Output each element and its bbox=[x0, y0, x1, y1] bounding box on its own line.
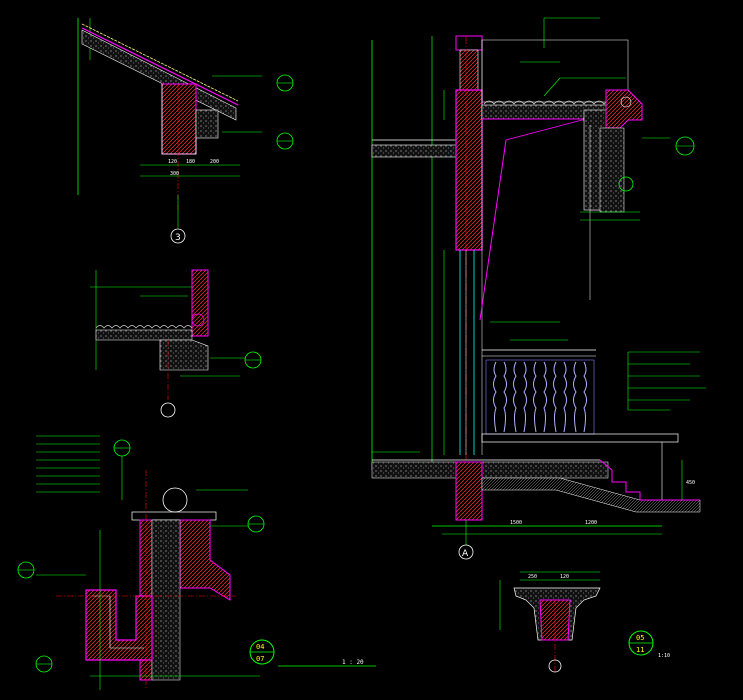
cornice-profile-detail: 250 120 05 11 1:10 bbox=[499, 571, 670, 673]
axis-label-3: 3 bbox=[175, 233, 181, 243]
axis-bubble-a bbox=[458, 544, 474, 560]
bubble-04-number: 04 bbox=[256, 643, 264, 651]
bubble-04-sheet: 07 bbox=[256, 655, 264, 663]
svg-text:1200: 1200 bbox=[585, 520, 597, 526]
axis-label-a: A bbox=[462, 549, 469, 559]
parapet-detail bbox=[90, 269, 262, 418]
svg-text:450: 450 bbox=[686, 480, 695, 486]
svg-text:250: 250 bbox=[528, 574, 537, 580]
svg-text:120: 120 bbox=[560, 574, 569, 580]
wall-section: 1500 1200 A 450 bbox=[371, 17, 706, 560]
svg-text:1500: 1500 bbox=[510, 520, 522, 526]
svg-text:300: 300 bbox=[170, 171, 179, 177]
svg-text:180: 180 bbox=[186, 159, 195, 165]
post-gutter-detail: 04 07 1 : 20 bbox=[17, 435, 376, 690]
detail-05-scale: 1:10 bbox=[658, 653, 670, 659]
roof-eave-detail: 120 180 200 300 3 bbox=[77, 18, 294, 244]
bubble-05-sheet: 11 bbox=[636, 646, 644, 654]
axis-bubble-3 bbox=[170, 228, 186, 244]
detail-bubble bbox=[618, 176, 634, 192]
drawing-scale: 1 : 20 bbox=[342, 659, 364, 666]
bubble-05-number: 05 bbox=[636, 634, 644, 642]
svg-text:120: 120 bbox=[168, 159, 177, 165]
svg-text:200: 200 bbox=[210, 159, 219, 165]
